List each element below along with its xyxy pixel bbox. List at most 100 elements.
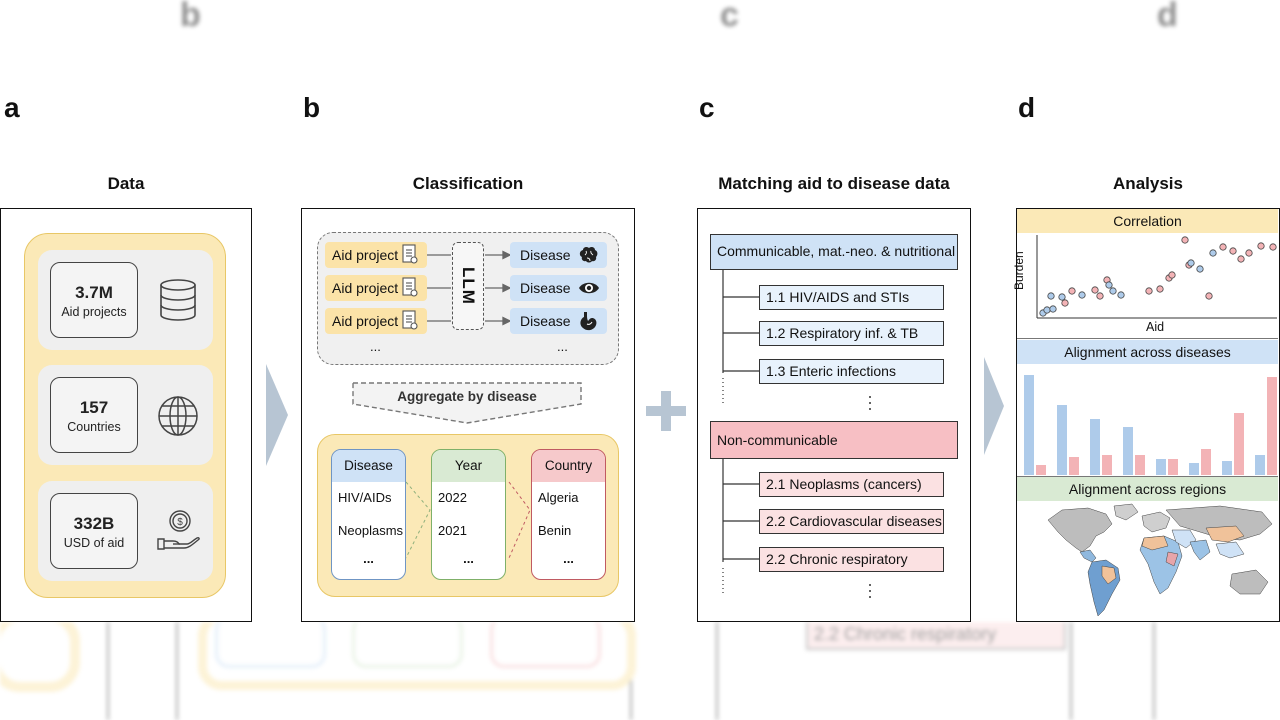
panel-title-analysis: Analysis (1113, 174, 1183, 193)
scatter-point (1196, 265, 1204, 273)
section-divider (1017, 476, 1278, 477)
scatter-point (1091, 286, 1099, 294)
scatter-point (1245, 249, 1253, 257)
aid-project-label: Aid project (332, 313, 399, 329)
stat-box: 157 Countries (50, 377, 138, 453)
scatter-point (1219, 243, 1227, 251)
map-south-asia (1189, 539, 1211, 561)
map-africa-east (1165, 551, 1179, 567)
scatter-point (1078, 291, 1086, 299)
svg-text:$: $ (177, 517, 183, 528)
aggregate-label: Aggregate by disease (397, 389, 537, 404)
flow-arrow-icon (266, 364, 288, 466)
scatter-point (1269, 243, 1277, 251)
vertical-ellipsis (869, 396, 871, 410)
column-cell: Benin (538, 523, 572, 538)
bar (1057, 405, 1067, 475)
column-disease: Disease HIV/AIDs Neoplasms ... (331, 449, 406, 580)
column-more: ... (363, 551, 374, 566)
map-north-america (1047, 507, 1113, 553)
blurred-sub-box: 2.2 Chronic respiratory (806, 622, 1066, 650)
column-header: Country (532, 450, 605, 482)
blurred-letter-b: b (180, 0, 201, 34)
stat-value: 332B (73, 514, 115, 533)
document-icons (402, 244, 418, 330)
stat-card-aid-projects: 3.7M Aid projects (38, 250, 213, 350)
document-icon (402, 244, 418, 264)
stat-value: 3.7M (75, 283, 113, 302)
scatter-point (1105, 281, 1113, 289)
disease-label: Disease (520, 280, 571, 296)
bar (1189, 463, 1199, 475)
stat-value: 157 (79, 398, 109, 417)
bar-series (1024, 375, 1277, 475)
column-year: Year 2022 2021 ... (431, 449, 506, 580)
map-central-america (1079, 549, 1097, 563)
column-cell: Algeria (538, 490, 579, 505)
money-hand-icon: $ (157, 510, 200, 550)
column-header: Disease (332, 450, 405, 482)
blurred-panel (716, 622, 1072, 720)
stat-card-countries: 157 Countries (38, 365, 213, 465)
subcategory-box: 1.2 Respiratory inf. & TB (759, 321, 944, 346)
blurred-shape (215, 622, 326, 668)
globe-icon (158, 396, 198, 436)
bar (1069, 457, 1079, 475)
bar (1036, 465, 1046, 475)
blurred-line (1153, 622, 1155, 720)
bar (1234, 413, 1244, 475)
scatter-point (1109, 287, 1117, 295)
bar (1168, 459, 1178, 475)
vertical-ellipsis (869, 584, 871, 598)
bar (1024, 375, 1034, 475)
blurred-panel (176, 622, 632, 720)
panel-title-classification: Classification (412, 174, 524, 193)
scatter-x-label: Aid (1146, 320, 1165, 334)
scatter-point (1145, 287, 1153, 295)
scatter-point (1187, 259, 1195, 267)
scatter-point (1168, 271, 1176, 279)
scatter-point (1058, 293, 1066, 301)
disease-label: Disease (520, 313, 571, 329)
map-china (1205, 525, 1245, 543)
scatter-point (1049, 305, 1057, 313)
plus-icon (646, 391, 686, 431)
bar (1267, 377, 1277, 475)
section-correlation: Correlation (1017, 209, 1278, 233)
scatter-point (1229, 247, 1237, 255)
subcategory-box: 2.2 Chronic respiratory (759, 547, 944, 572)
subcategory-box: 2.1 Neoplasms (cancers) (759, 472, 944, 497)
section-alignment-diseases: Alignment across diseases (1017, 340, 1278, 364)
column-cell: HIV/AIDs (338, 490, 392, 505)
document-icon (402, 310, 418, 330)
map-africa (1139, 535, 1183, 595)
aid-project-chip: Aid project (325, 275, 427, 301)
scatter-point (1043, 306, 1051, 314)
bar (1090, 419, 1100, 475)
scatter-points (1039, 236, 1277, 317)
panel-title-data: Data (107, 174, 145, 193)
stat-label: Countries (67, 420, 121, 434)
column-header: Year (432, 450, 505, 482)
section-divider (1017, 338, 1278, 339)
aid-project-label: Aid project (332, 280, 399, 296)
subcategory-box: 2.2 Cardiovascular diseases (759, 509, 944, 534)
column-country: Country Algeria Benin ... (531, 449, 606, 580)
blurred-footer-band: 2.2 Chronic respiratory (0, 622, 1280, 720)
world-map (1047, 503, 1273, 617)
map-australia (1229, 569, 1269, 595)
stat-label: USD of aid (63, 536, 125, 550)
correlation-scatter (1036, 235, 1277, 319)
stomach-icon (580, 312, 597, 331)
scatter-point (1117, 291, 1125, 299)
map-south-america-east (1101, 565, 1117, 585)
blurred-letter-d: d (1157, 0, 1178, 34)
disease-label: Disease (520, 247, 571, 263)
scatter-y-label: Burden (1012, 251, 1026, 290)
stat-label: Aid projects (61, 305, 127, 319)
ellipsis: ... (557, 339, 568, 354)
map-greenland (1113, 503, 1139, 521)
scatter-point (1096, 292, 1104, 300)
subcategory-box: 1.1 HIV/AIDS and STIs (759, 285, 944, 310)
aid-project-label: Aid project (332, 247, 399, 263)
